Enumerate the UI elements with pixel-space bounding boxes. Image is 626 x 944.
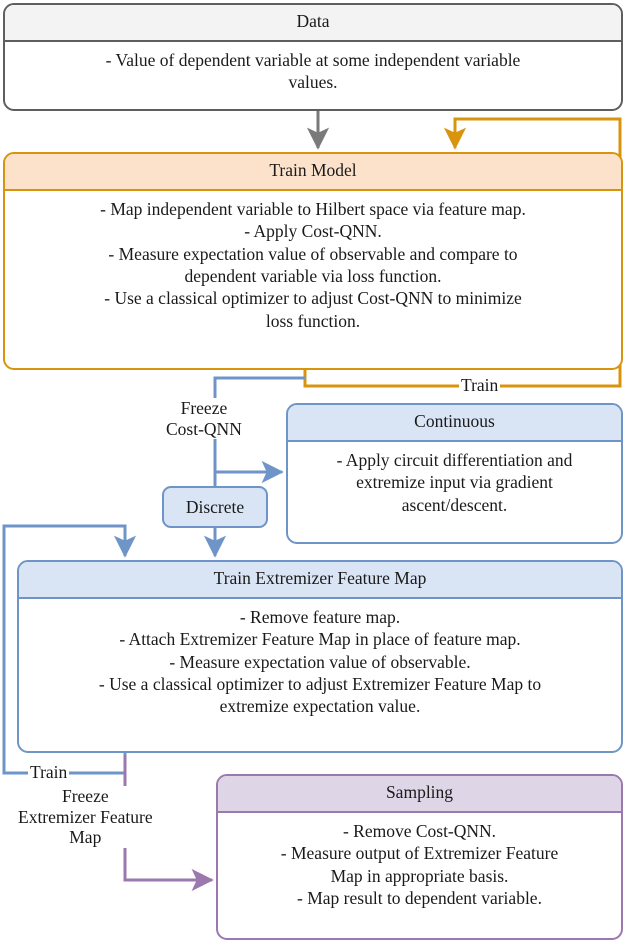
node-discrete-label: Discrete — [185, 496, 245, 517]
node-sampling-line-2: Map in appropriate basis. — [330, 865, 509, 886]
node-data-line-1: values. — [288, 72, 338, 93]
node-train-extremizer-line-0: - Remove feature map. — [239, 606, 401, 627]
node-continuous-body: - Apply circuit differentiation and extr… — [288, 441, 621, 524]
node-train-extremizer-line-3: - Use a classical optimizer to adjust Ex… — [98, 674, 542, 695]
node-train-model-line-1: - Apply Cost-QNN. — [244, 221, 382, 242]
node-train-model-line-5: loss function. — [265, 310, 361, 331]
node-sampling-line-0: - Remove Cost-QNN. — [342, 820, 497, 841]
node-train-extremizer-feature-map: Train Extremizer Feature Map - Remove fe… — [17, 560, 623, 753]
node-continuous-line-2: ascent/descent. — [401, 494, 508, 515]
node-sampling-title: Sampling — [218, 776, 621, 813]
edge-label-train-top: Train — [459, 375, 501, 396]
node-continuous: Continuous - Apply circuit differentiati… — [286, 403, 623, 544]
node-train-extremizer-title: Train Extremizer Feature Map — [19, 562, 621, 599]
edge-label-train-bottom: Train — [28, 762, 70, 783]
node-continuous-title: Continuous — [288, 405, 621, 442]
node-sampling-line-3: - Map result to dependent variable. — [297, 888, 542, 909]
node-train-model-line-4: - Use a classical optimizer to adjust Co… — [104, 288, 522, 309]
node-train-model-line-2: - Measure expectation value of observabl… — [108, 243, 518, 264]
edge-label-freeze-extremizer-feature-map: Freeze Extremizer Feature Map — [16, 786, 155, 848]
node-train-model-line-3: dependent variable via loss function. — [184, 266, 442, 287]
node-discrete: Discrete — [162, 486, 268, 528]
node-sampling-line-1: - Measure output of Extremizer Feature — [280, 843, 559, 864]
node-train-extremizer-line-1: - Attach Extremizer Feature Map in place… — [119, 629, 521, 650]
node-data-title: Data — [5, 5, 621, 42]
node-continuous-line-1: extremize input via gradient — [356, 472, 553, 493]
node-sampling-body: - Remove Cost-QNN. - Measure output of E… — [218, 812, 621, 917]
edge-label-freeze-cost-qnn: Freeze Cost-QNN — [164, 398, 244, 440]
node-train-extremizer-body: - Remove feature map. - Attach Extremize… — [19, 598, 621, 725]
node-train-model-line-0: - Map independent variable to Hilbert sp… — [100, 198, 526, 219]
node-sampling: Sampling - Remove Cost-QNN. - Measure ou… — [216, 774, 623, 940]
node-data: Data - Value of dependent variable at so… — [3, 3, 623, 111]
node-train-model-title: Train Model — [5, 154, 621, 191]
node-data-body: - Value of dependent variable at some in… — [5, 41, 621, 101]
node-data-line-0: - Value of dependent variable at some in… — [105, 49, 521, 70]
node-train-model: Train Model - Map independent variable t… — [3, 152, 623, 370]
node-continuous-line-0: - Apply circuit differentiation and — [336, 449, 573, 470]
node-train-extremizer-line-4: extremize expectation value. — [219, 696, 421, 717]
node-train-model-body: - Map independent variable to Hilbert sp… — [5, 190, 621, 340]
node-train-extremizer-line-2: - Measure expectation value of observabl… — [169, 651, 471, 672]
